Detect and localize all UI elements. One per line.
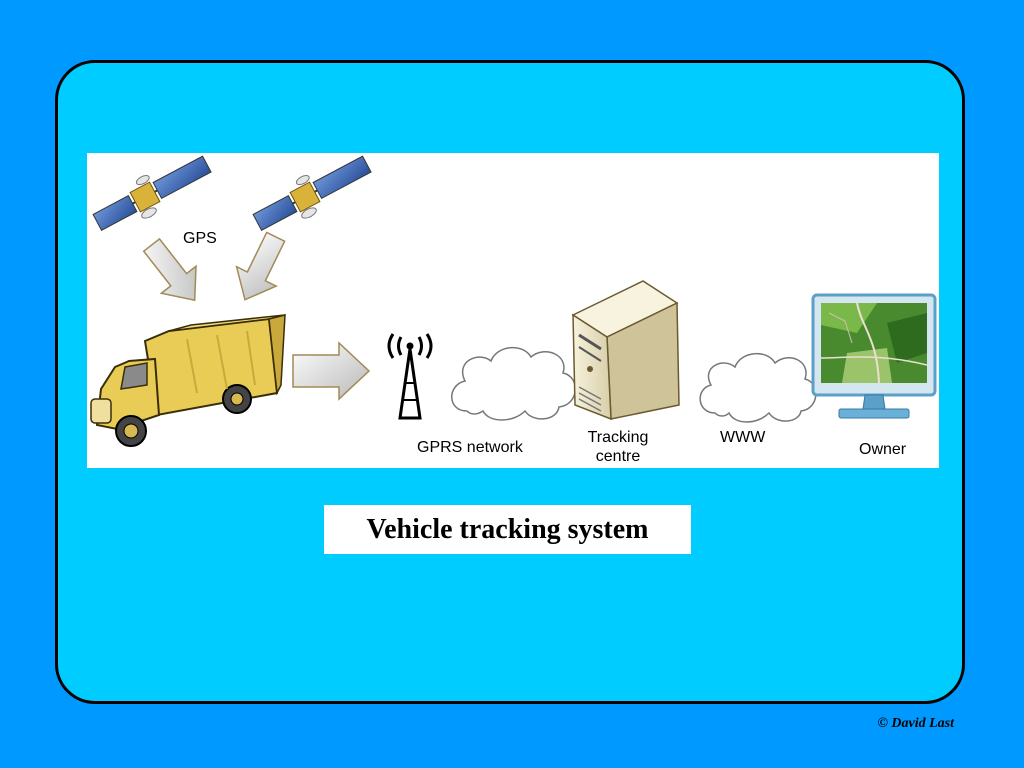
owner-label: Owner	[859, 441, 907, 458]
radio-tower-icon	[387, 333, 433, 420]
tracking-centre-label: Tracking centre	[573, 428, 663, 466]
satellite-icon	[92, 155, 212, 231]
diagram-panel: GPS GPRS network Tracking centre WWW Own…	[87, 153, 939, 468]
server-icon	[571, 280, 680, 421]
signal-arrow-icon	[142, 237, 197, 302]
signal-arrow-icon	[235, 231, 286, 301]
tracking-label-line1: Tracking	[587, 429, 649, 446]
gprs-network-label: GPRS network	[417, 439, 523, 456]
data-flow-arrow-icon	[292, 341, 371, 401]
cloud-icon	[699, 353, 817, 423]
cloud-icon	[451, 347, 577, 421]
tracking-label-line2: centre	[595, 448, 641, 465]
slide-caption: Vehicle tracking system	[366, 513, 649, 545]
truck-icon	[90, 314, 286, 447]
copyright-notice: © David Last	[877, 716, 954, 731]
caption-box: Vehicle tracking system	[324, 505, 691, 554]
www-label: WWW	[720, 429, 766, 446]
monitor-map-icon	[811, 293, 937, 419]
gps-label: GPS	[183, 230, 217, 247]
satellite-icon	[252, 155, 372, 231]
